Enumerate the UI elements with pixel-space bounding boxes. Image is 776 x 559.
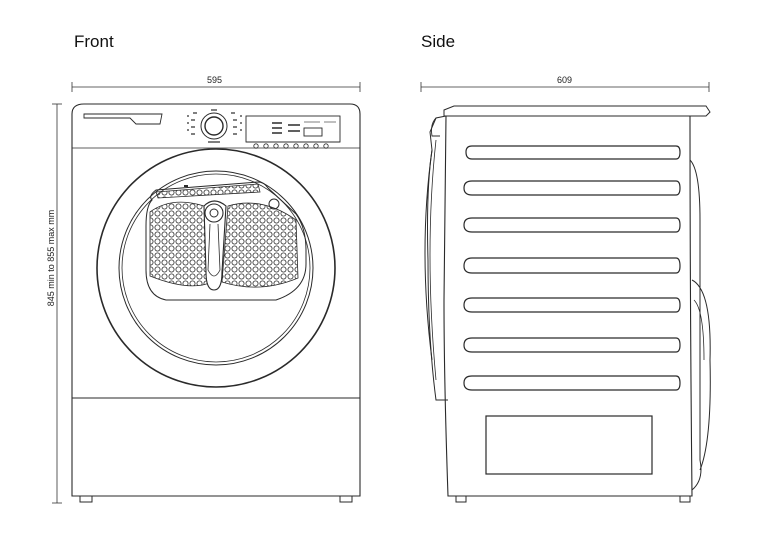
front-width-label: 595 [207, 75, 223, 85]
side-depth-label: 609 [557, 75, 573, 85]
control-display-panel [245, 115, 341, 143]
side-rear-housing [689, 159, 702, 491]
drum-opening [145, 181, 307, 301]
side-depth-dimension [420, 82, 710, 92]
side-rib [463, 375, 681, 391]
side-top-lid [443, 105, 711, 117]
side-rib [463, 217, 681, 233]
front-view-title: Front [74, 32, 114, 51]
drum-perforation-left [149, 201, 213, 287]
dryer-front-view [71, 103, 361, 503]
front-foot-right [339, 495, 353, 503]
door-outer-ring [96, 148, 336, 388]
drawer-handle [83, 113, 163, 125]
side-rib [463, 337, 681, 353]
side-lower-panel [485, 415, 653, 475]
drum-perforation-right [221, 202, 299, 288]
front-width-dimension [71, 82, 361, 92]
side-rib [465, 145, 681, 160]
side-foot-front [455, 495, 467, 503]
control-buttons [246, 141, 340, 149]
door-inner-ring [118, 170, 314, 366]
side-rib [463, 297, 681, 313]
lint-filter [203, 200, 227, 291]
side-foot-rear [679, 495, 691, 503]
indicator-dots [187, 115, 242, 131]
side-body-outline [443, 115, 693, 497]
door-latch-icon [268, 198, 280, 210]
front-body-outline [71, 103, 361, 497]
side-rib [463, 180, 681, 196]
side-control-bump [431, 117, 440, 137]
program-dial-icon [191, 109, 237, 143]
side-rib [463, 257, 681, 274]
front-height-dimension [52, 103, 62, 504]
side-ribs [463, 145, 681, 391]
front-foot-left [79, 495, 93, 503]
drum-top-vents [155, 183, 261, 199]
side-view-title: Side [421, 32, 456, 51]
dryer-side-view [424, 105, 711, 503]
